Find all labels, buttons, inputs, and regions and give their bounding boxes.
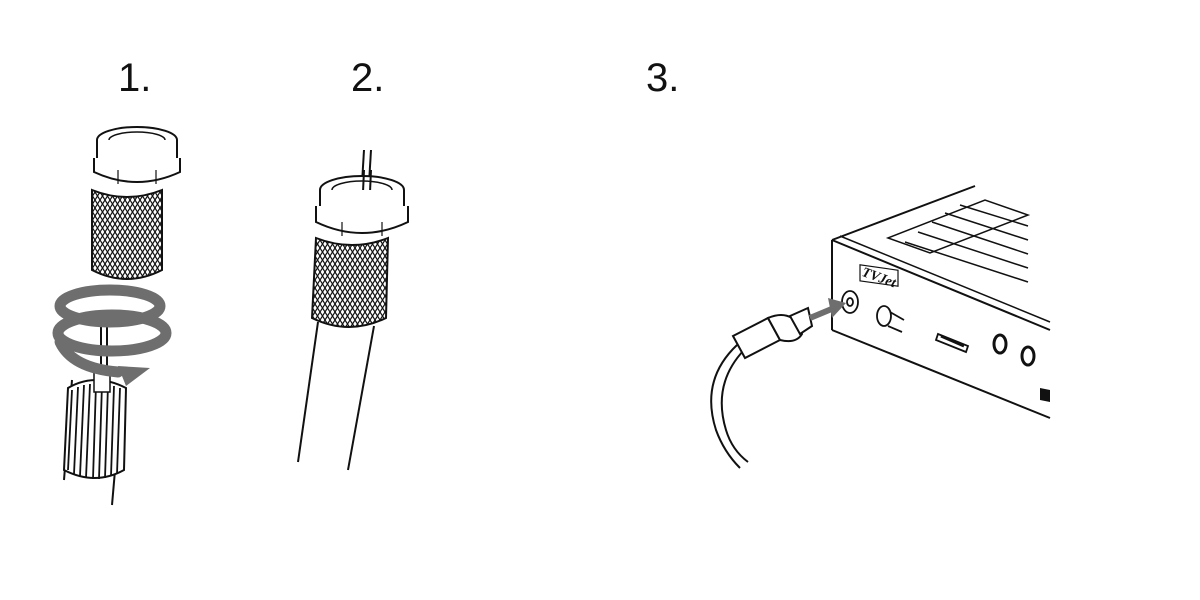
f-connector-icon [91, 126, 181, 280]
receiver-device-icon: TVJet [831, 185, 1051, 419]
brand-logo: TVJet [859, 264, 899, 292]
coax-cable-icon [62, 312, 128, 506]
step-1-number: 1. [118, 56, 152, 100]
rotate-arrow-icon [52, 284, 172, 386]
step-3-number: 3. [646, 56, 680, 100]
insert-arrow-icon [808, 298, 846, 321]
step-1-illustration [52, 126, 181, 506]
step-3-illustration: TVJet [710, 185, 1051, 469]
antenna-cable-icon [710, 306, 814, 469]
step-2-illustration [297, 149, 409, 471]
step-2-number: 2. [351, 56, 385, 100]
